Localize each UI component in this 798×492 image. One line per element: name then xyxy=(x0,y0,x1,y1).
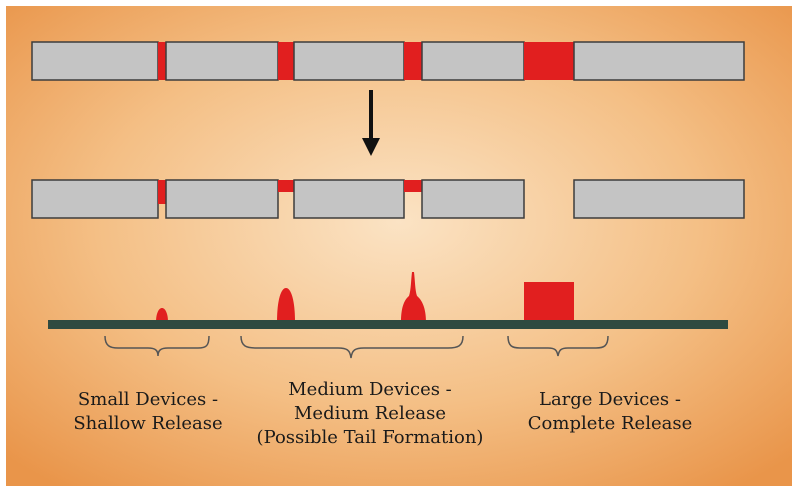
brace-medium xyxy=(240,335,464,359)
caption-small-devices: Small Devices - Shallow Release xyxy=(70,388,226,436)
device-block xyxy=(293,179,405,219)
sacrificial-gap-medium xyxy=(404,42,422,80)
device-block xyxy=(31,41,159,81)
device-block xyxy=(165,41,279,81)
caption-large-devices: Large Devices - Complete Release xyxy=(510,388,710,436)
sacrificial-residue-medium xyxy=(278,180,294,192)
after-release-layer xyxy=(31,179,745,219)
sacrificial-gap-small xyxy=(158,42,166,80)
caption-line: (Possible Tail Formation) xyxy=(256,427,484,448)
background-panel xyxy=(6,6,792,486)
device-block xyxy=(293,41,405,81)
brace-small xyxy=(104,335,210,357)
down-arrow-icon xyxy=(362,90,380,156)
small-residue-bump xyxy=(156,308,168,322)
sacrificial-gap-large xyxy=(524,42,574,80)
device-block xyxy=(421,179,525,219)
caption-line: Small Devices - xyxy=(77,389,219,410)
large-released-block xyxy=(524,282,574,322)
device-block xyxy=(421,41,525,81)
sacrificial-residue-small xyxy=(158,180,166,204)
before-release-layer xyxy=(31,41,745,81)
caption-medium-devices: Medium Devices - Medium Release (Possibl… xyxy=(238,378,502,450)
caption-line: Medium Release xyxy=(294,403,446,424)
released-material xyxy=(156,272,574,322)
device-block xyxy=(573,179,745,219)
medium-residue-mound xyxy=(277,288,295,322)
medium-residue-tail xyxy=(401,272,426,322)
caption-line: Complete Release xyxy=(527,413,693,434)
device-block xyxy=(31,179,159,219)
caption-line: Shallow Release xyxy=(73,413,223,434)
device-block xyxy=(165,179,279,219)
device-block xyxy=(573,41,745,81)
sacrificial-residue-medium xyxy=(404,180,422,192)
sacrificial-gap-medium xyxy=(278,42,294,80)
brace-large xyxy=(507,335,609,357)
caption-line: Medium Devices - xyxy=(288,379,452,400)
caption-line: Large Devices - xyxy=(539,389,681,410)
substrate xyxy=(48,320,728,329)
